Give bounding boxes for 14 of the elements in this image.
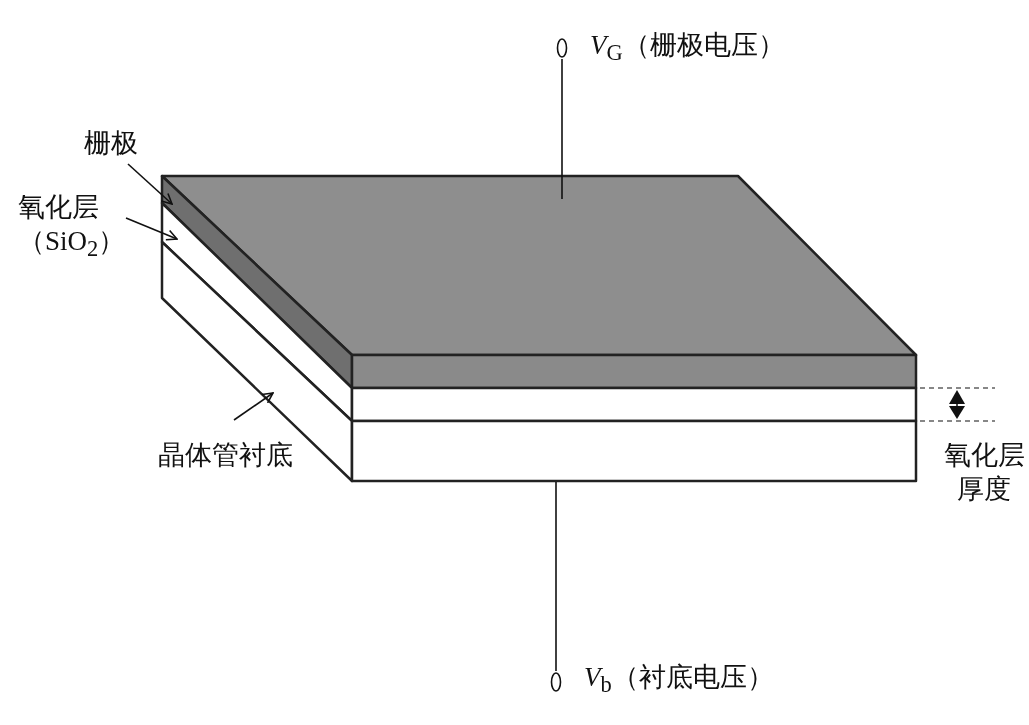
- voltage-label: V$_{G}$（栅极电压）: [590, 29, 785, 68]
- substrate-layer: [160, 240, 918, 483]
- gate-label: 栅极: [84, 126, 164, 160]
- wire: [561, 58, 563, 200]
- leader-line: [125, 217, 178, 241]
- substrate-label: 晶体管衬底: [158, 438, 308, 472]
- dimension-label: 氧化层厚度: [942, 439, 1026, 506]
- voltage-label: V$_{b}$（衬底电压）: [584, 661, 774, 700]
- leader-line: [127, 163, 173, 205]
- oxide-label: 氧化层（SiO$_{2}$）: [18, 190, 118, 267]
- gate-layer: [160, 174, 918, 390]
- oxide-layer: [160, 201, 918, 423]
- leader-line: [233, 392, 274, 421]
- wire: [555, 481, 557, 672]
